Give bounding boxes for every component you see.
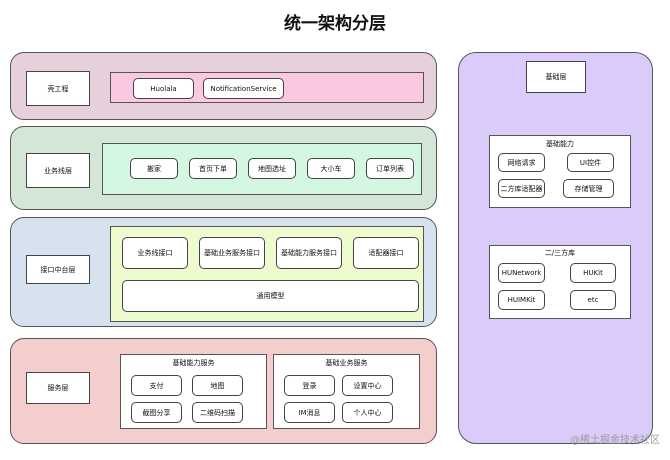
service-item-screenshot-share: 截图分享 [131,402,182,423]
base-item-network-request: 网络请求 [498,153,545,172]
watermark: @稀土掘金技术社区 [570,435,660,446]
interface-item-basic-business-service-api: 基础业务服务接口 [199,237,265,269]
business-item-moving: 搬家 [130,158,178,179]
interface-layer-label: 接口中台层 [26,255,90,284]
base-item-ui-controls: UI控件 [567,153,614,172]
base-group-basic-capability-title: 基础能力 [546,140,574,148]
service-item-im-message: IM消息 [284,402,335,423]
base-item-storage-management: 存储管理 [563,179,614,198]
shell-item-notification-service: NotificationService [203,78,284,99]
base-item-huimkit: HUIMKit [498,290,545,310]
base-item-hunetwork: HUNetwork [498,263,545,283]
shell-item-huolala: Huolala [133,78,194,99]
base-group-libraries-title: 二/三方库 [544,249,576,257]
interface-item-adapter-api: 适配器接口 [353,237,419,269]
service-item-settings-center: 设置中心 [342,375,393,396]
interface-item-basic-capability-service-api: 基础能力服务接口 [276,237,342,269]
service-item-map: 地图 [192,375,243,396]
base-item-sdk-adapter: 二方库适配器 [498,179,545,198]
service-group-basic-business-title: 基础业务服务 [325,359,368,367]
interface-common-model: 通用模型 [122,280,419,312]
business-layer-label: 业务线层 [26,153,90,188]
service-item-qr-scan: 二维码扫描 [192,402,243,423]
business-item-home-order: 首页下单 [189,158,237,179]
base-item-hukit: HUKit [570,263,616,283]
service-layer-label: 服务层 [26,372,90,404]
service-item-personal-center: 个人中心 [342,402,393,423]
service-item-login: 登录 [284,375,335,396]
business-item-order-list: 订单列表 [366,158,414,179]
base-item-etc: etc [570,290,616,310]
business-item-map-location: 地图选址 [248,158,296,179]
diagram-title: 统一架构分层 [284,14,386,34]
service-item-payment: 支付 [131,375,182,396]
service-group-basic-capability-title: 基础能力服务 [172,359,215,367]
business-item-vehicle-size: 大小车 [307,158,355,179]
shell-layer-label: 壳工程 [26,71,90,106]
interface-item-business-line-api: 业务线接口 [122,237,188,269]
base-layer-label: 基础层 [526,61,586,93]
